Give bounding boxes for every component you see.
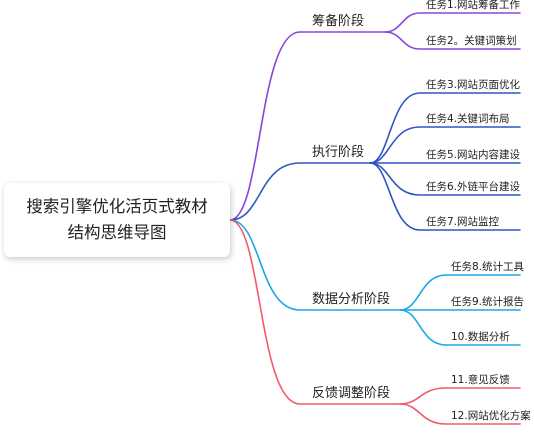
task-4-label: 任务4.关键词布局 bbox=[426, 113, 510, 125]
link-root-stage-1 bbox=[229, 31, 386, 221]
link-stage-1-task-2 bbox=[384, 31, 521, 50]
task-10-label: 10.数据分析 bbox=[451, 331, 510, 343]
task-5-label: 任务5.网站内容建设 bbox=[426, 149, 521, 161]
stage-1-label: 筹备阶段 bbox=[312, 14, 365, 29]
task-1-label: 任务1.网站筹备工作 bbox=[426, 0, 521, 11]
task-2-label: 任务2。关键词策划 bbox=[426, 35, 517, 47]
link-stage-2-task-2 bbox=[369, 126, 521, 164]
task-12-label: 12.网站优化方案 bbox=[451, 410, 531, 422]
root-title-line-2: 结构思维导图 bbox=[67, 223, 167, 242]
task-8-label: 任务8.统计工具 bbox=[451, 261, 525, 273]
link-stage-4-task-1 bbox=[399, 387, 521, 405]
link-stage-3-task-1 bbox=[399, 274, 521, 311]
link-root-stage-2 bbox=[229, 162, 371, 221]
link-root-stage-4 bbox=[229, 219, 401, 405]
task-7-label: 任务7.网站监控 bbox=[426, 216, 500, 228]
task-3-label: 任务3.网站页面优化 bbox=[426, 79, 521, 91]
link-stage-2-task-4 bbox=[369, 162, 521, 196]
link-stage-2-task-1 bbox=[369, 92, 521, 164]
task-6-label: 任务6.外链平台建设 bbox=[426, 181, 521, 193]
task-9-label: 任务9.统计报告 bbox=[451, 296, 525, 308]
link-stage-4-task-2 bbox=[399, 403, 521, 425]
stage-4-label: 反馈调整阶段 bbox=[312, 386, 391, 401]
root-node: 搜索引擎优化活页式教材 结构思维导图 bbox=[4, 183, 230, 257]
link-stage-1-task-1 bbox=[384, 12, 521, 33]
link-stage-3-task-3 bbox=[399, 309, 521, 346]
link-stage-2-task-5 bbox=[369, 162, 521, 231]
task-11-label: 11.意见反馈 bbox=[451, 374, 510, 386]
link-root-stage-3 bbox=[229, 219, 401, 311]
stage-2-label: 执行阶段 bbox=[312, 145, 365, 160]
root-title-line-1: 搜索引擎优化活页式教材 bbox=[26, 197, 208, 216]
stage-3-label: 数据分析阶段 bbox=[312, 292, 391, 307]
